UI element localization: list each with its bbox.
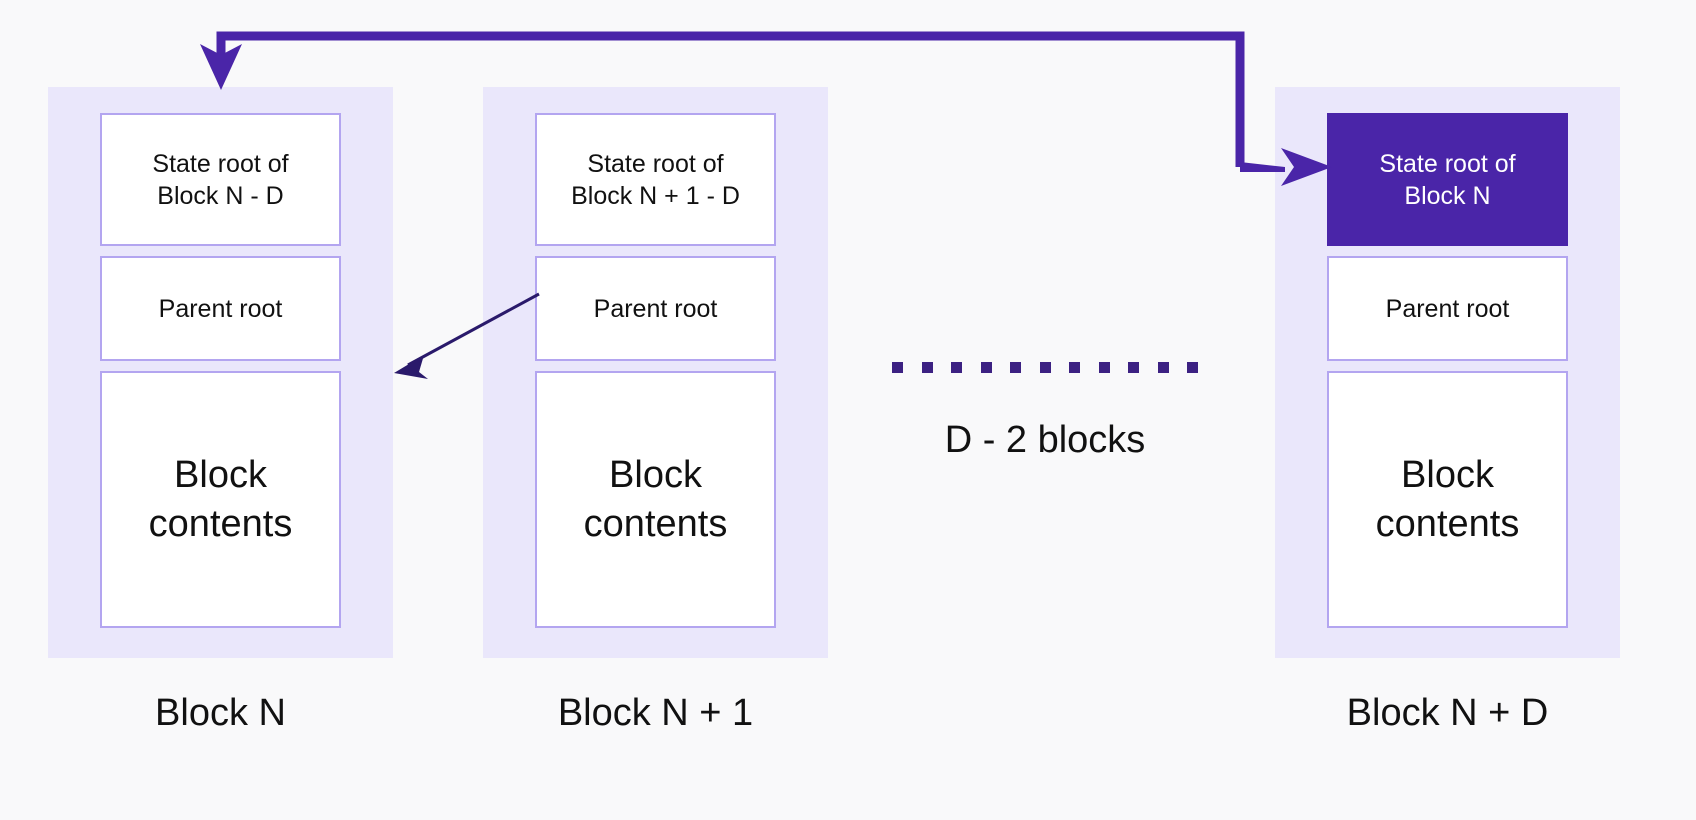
ellipsis-dot (1010, 361, 1021, 373)
block-contents-box-block-n-plus-1[interactable]: Block contents (535, 371, 776, 628)
ellipsis-dot (921, 361, 933, 373)
state-root-box-block-n[interactable]: State root of Block N - D (100, 113, 341, 246)
parent-link-arrow-head (394, 355, 428, 379)
ellipsis-dot (1098, 361, 1110, 373)
block-column-block-n-plus-1[interactable]: State root of Block N + 1 - D Parent roo… (483, 87, 828, 658)
block-column-block-n-plus-d[interactable]: State root of Block N Parent root Block … (1275, 87, 1620, 658)
column-caption-block-n: Block N (155, 692, 286, 734)
ellipsis-dot (892, 361, 903, 373)
parent-root-box-block-n[interactable]: Parent root (100, 256, 341, 361)
column-caption-block-n-plus-d: Block N + D (1346, 692, 1549, 734)
elided-blocks-label: D - 2 blocks (944, 419, 1146, 461)
column-caption-block-n-plus-1: Block N + 1 (557, 692, 754, 734)
ellipsis-dot (951, 361, 962, 373)
elided-blocks-group: D - 2 blocks (890, 360, 1200, 462)
block-contents-box-block-n-plus-d[interactable]: Block contents (1327, 371, 1568, 628)
block-contents-box-block-n[interactable]: Block contents (100, 371, 341, 628)
parent-root-box-block-n-plus-1[interactable]: Parent root (535, 256, 776, 361)
ellipsis-dots-icon (890, 360, 1200, 374)
state-root-box-block-n-plus-d[interactable]: State root of Block N (1327, 113, 1568, 246)
ellipsis-dot (1157, 361, 1169, 373)
block-column-block-n[interactable]: State root of Block N - D Parent root Bl… (48, 87, 393, 658)
state-root-box-block-n-plus-1[interactable]: State root of Block N + 1 - D (535, 113, 776, 246)
ellipsis-dot (1039, 361, 1051, 373)
feedback-arrow-head-down (200, 44, 242, 90)
ellipsis-dot (980, 361, 992, 373)
ellipsis-dot (1069, 361, 1080, 373)
ellipsis-dot (1187, 361, 1198, 373)
parent-root-box-block-n-plus-d[interactable]: Parent root (1327, 256, 1568, 361)
ellipsis-dot (1128, 361, 1139, 373)
